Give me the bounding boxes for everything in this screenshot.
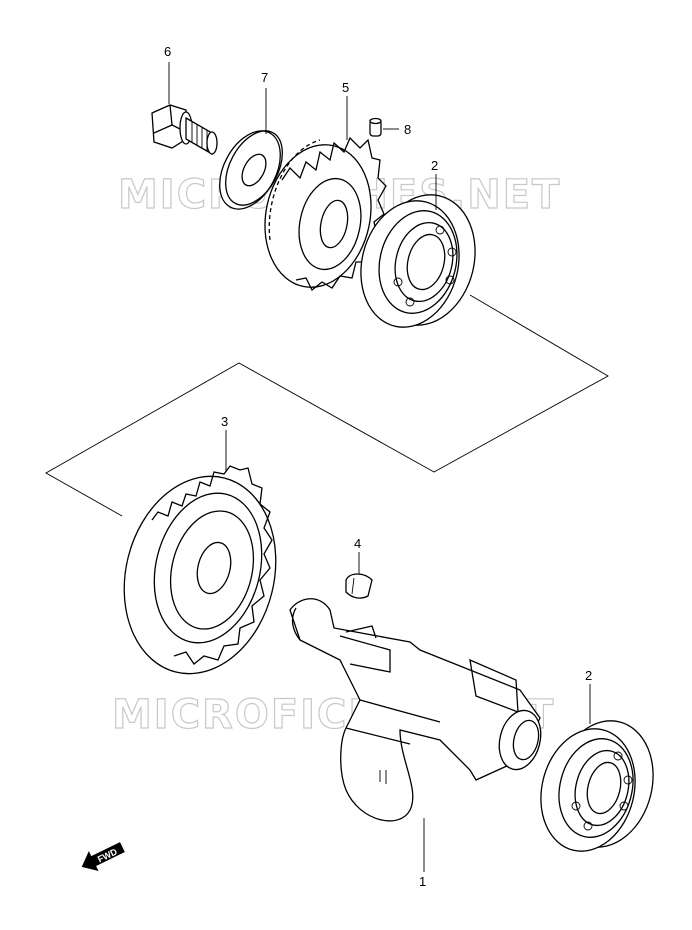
callout-washer: 7: [261, 70, 268, 85]
leader-lines: [168, 62, 591, 872]
callout-shaft: 1: [419, 874, 426, 889]
bolt-part: [151, 104, 218, 156]
key-part: [345, 573, 373, 599]
pin-part: [369, 117, 382, 137]
small-gear-part: [264, 136, 387, 292]
bearing-top-part: [360, 194, 476, 328]
washer-part: [219, 130, 283, 210]
callout-bearing-top: 2: [431, 158, 438, 173]
fwd-arrow-icon: FWD: [81, 842, 125, 871]
callout-key: 4: [354, 536, 361, 551]
callout-pin: 8: [404, 122, 411, 137]
large-gear-part: [123, 465, 277, 675]
callout-small-gear: 5: [342, 80, 349, 95]
callout-large-gear: 3: [221, 414, 228, 429]
assembly-guide-lines: [45, 294, 609, 517]
callout-bearing-bottom: 2: [585, 668, 592, 683]
shaft-part: [289, 598, 542, 822]
callout-bolt: 6: [164, 44, 171, 59]
bearing-bottom-part: [540, 720, 654, 852]
